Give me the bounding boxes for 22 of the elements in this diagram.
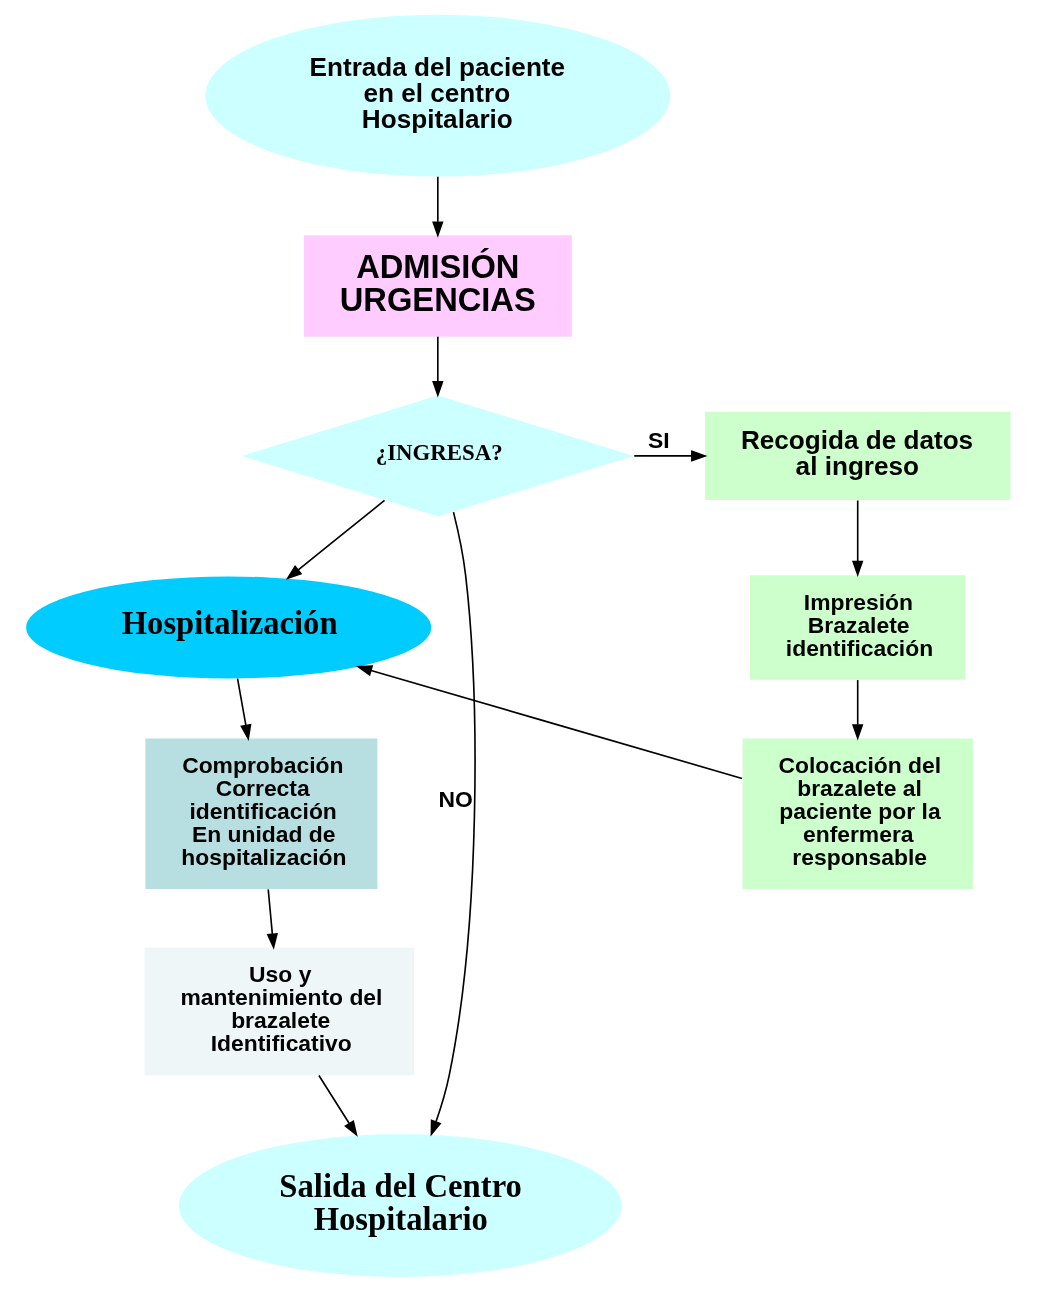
- node-ellipse: Entrada del paciente en el centro Hospitalario: [205, 14, 671, 177]
- node-diamond: ¿INGRESA?: [241, 395, 634, 517]
- arrow: [285, 499, 386, 580]
- node-box: Colocación del brazalete al paciente por la enfermera responsable: [742, 738, 973, 889]
- node-box: ADMISIÓN URGENCIAS: [303, 235, 572, 337]
- arrow: [852, 679, 864, 741]
- edge-label: SI: [648, 427, 670, 454]
- node-box: Uso y mantenimiento del brazalete Identificativo: [144, 947, 415, 1076]
- arrow: [318, 1074, 358, 1137]
- arrow: [432, 335, 444, 398]
- node-box: Impresión Brazalete identificación: [749, 575, 966, 680]
- node-box: Recogida de datos al ingreso: [704, 411, 1011, 501]
- edge-label: NO: [438, 786, 473, 813]
- arrow: [266, 888, 278, 950]
- node-box: Comprobación Correcta identificación En unidad de hospitalización: [145, 738, 378, 889]
- arrow: [633, 450, 708, 462]
- arrow: [236, 677, 252, 741]
- arrow: [852, 499, 864, 578]
- arrow: [355, 665, 743, 780]
- arrow: [432, 175, 444, 238]
- node-ellipse: Salida del Centro Hospitalario: [178, 1134, 622, 1277]
- arrow: [430, 511, 476, 1137]
